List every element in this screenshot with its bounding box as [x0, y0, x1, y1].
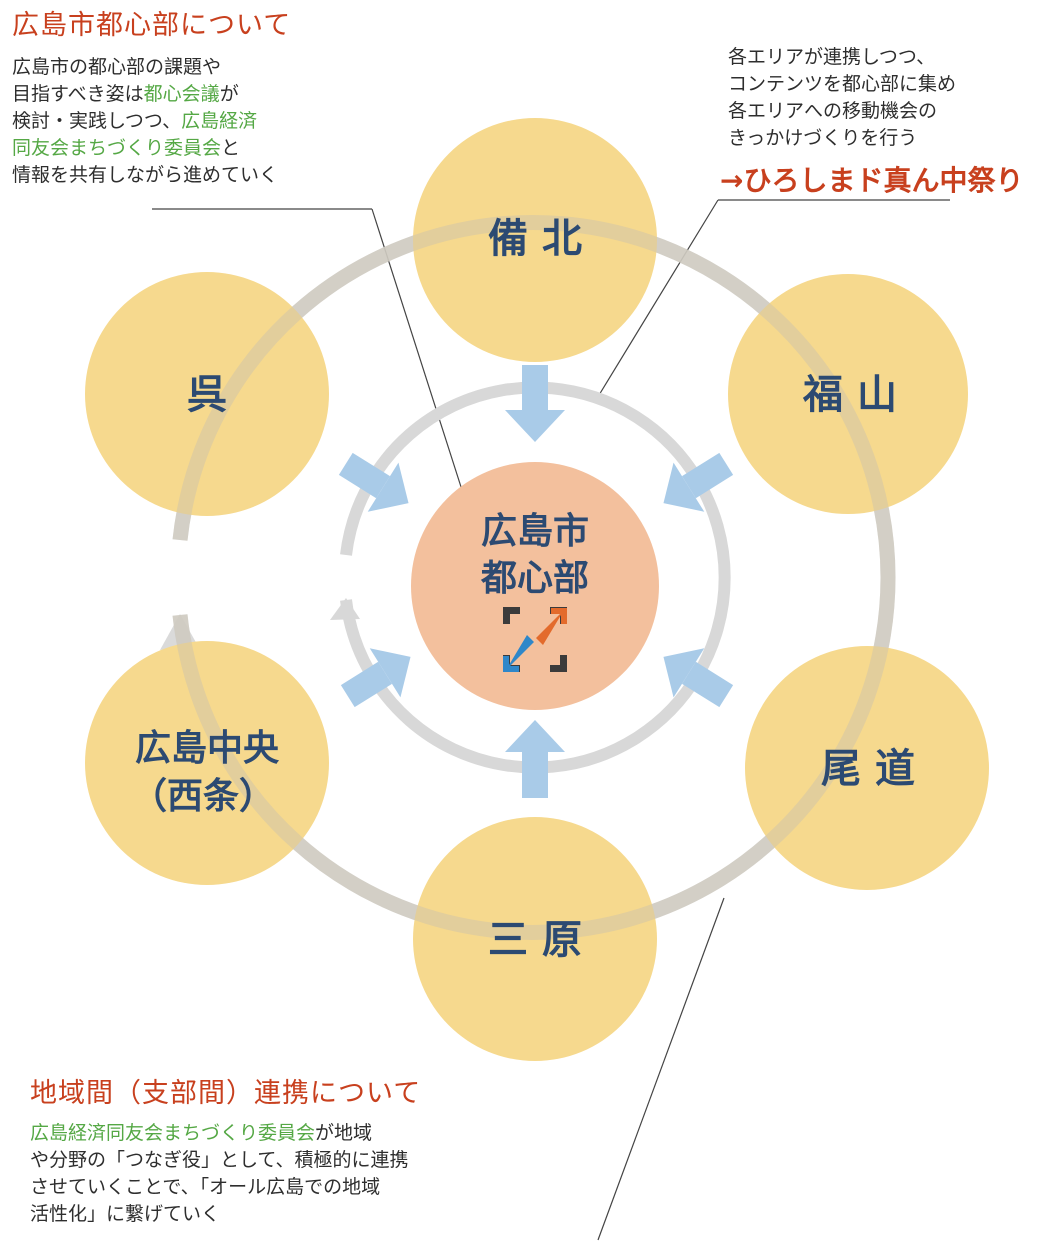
- leader-line-top-right-diag: [595, 199, 719, 401]
- top-left-line-2-segment-3: が: [219, 83, 239, 106]
- top-left-line-1-segment-1: 広島市の都心部の課題や: [12, 56, 222, 79]
- top-left-line-2-segment-2: 都心会議: [143, 83, 220, 106]
- top-left-line-4-segment-1: 同友会まちづくり委員会: [12, 137, 222, 160]
- inner-ring-arc: [340, 381, 731, 774]
- top-left-line-5-segment-1: 情報を共有しながら進めていく: [12, 164, 279, 187]
- outer-ring-arc: [172, 215, 896, 940]
- top-right-text-block: 各エリアが連携しつつ、 コンテンツを都心部に集め 各エリアへの移動機会の きっか…: [728, 44, 956, 152]
- region-circle-fukuyama[interactable]: [728, 274, 968, 514]
- region-circle-bihoku[interactable]: [413, 118, 657, 362]
- arrow-from-fukuyama: [663, 452, 734, 512]
- top-left-heading: 広島市都心部について: [12, 10, 292, 41]
- region-circle-mihara[interactable]: [413, 817, 657, 1061]
- top-left-line-3-segment-2: 広島経済: [181, 110, 258, 133]
- region-label-hiroshima-chuo-sub: （西条）: [131, 776, 275, 817]
- top-left-description: 広島市の都心部の課題や目指すべき姿は都心会議が検討・実践しつつ、広島経済同友会ま…: [12, 54, 291, 189]
- top-left-line-2-segment-1: 目指すべき姿は: [12, 83, 144, 106]
- center-circle[interactable]: [411, 462, 659, 710]
- top-right-highlight: →ひろしまド真ん中祭り: [720, 164, 1024, 197]
- outer-ring-arrowhead: [160, 614, 198, 650]
- bottom-left-line-1-segment-2: が地域: [315, 1122, 373, 1145]
- top-left-line-4-segment-2: と: [221, 137, 241, 160]
- top-right-line-3: 各エリアへの移動機会の: [728, 100, 938, 122]
- top-left-line-5: 情報を共有しながら進めていく: [12, 162, 291, 189]
- bottom-left-line-3: させていくことで、「オール広島での地域: [30, 1174, 421, 1201]
- bottom-left-description: 広島経済同友会まちづくり委員会が地域や分野の「つなぎ役」として、積極的に連携させ…: [30, 1120, 421, 1228]
- center-logo-icon: [503, 607, 567, 672]
- arrow-from-onomichi: [663, 648, 734, 708]
- top-left-text-block: 広島市都心部について 広島市の都心部の課題や目指すべき姿は都心会議が検討・実践し…: [12, 10, 291, 189]
- bottom-left-heading: 地域間（支部間）連携について: [30, 1078, 422, 1109]
- arrow-from-bihoku: [505, 365, 565, 442]
- region-circle-kure[interactable]: [85, 272, 329, 516]
- top-left-line-3-segment-1: 検討・実践しつつ、: [12, 110, 182, 133]
- leader-line-bottom: [597, 897, 725, 1241]
- bottom-left-line-2: や分野の「つなぎ役」として、積極的に連携: [30, 1147, 421, 1174]
- arrow-from-kure: [338, 452, 409, 512]
- bottom-left-line-2-segment-1: や分野の「つなぎ役」として、積極的に連携: [30, 1149, 409, 1172]
- bottom-left-line-4: 活性化」に繋げていく: [30, 1201, 421, 1228]
- bottom-left-line-3-segment-1: させていくことで、「オール広島での地域: [30, 1176, 381, 1199]
- inner-ring-arrowhead: [330, 598, 360, 620]
- region-label-hiroshima-chuo: 広島中央: [135, 728, 280, 769]
- top-left-line-4: 同友会まちづくり委員会と: [12, 135, 291, 162]
- top-left-line-2: 目指すべき姿は都心会議が: [12, 81, 291, 108]
- bottom-left-line-1-segment-1: 広島経済同友会まちづくり委員会: [30, 1122, 316, 1145]
- top-left-line-1: 広島市の都心部の課題や: [12, 54, 291, 81]
- region-label-mihara: 三 原: [488, 917, 582, 963]
- arrow-from-hiroshima-chuo: [340, 648, 411, 708]
- region-label-fukuyama: 福 山: [802, 372, 897, 418]
- top-right-line-1: 各エリアが連携しつつ、: [728, 46, 936, 68]
- region-label-onomichi: 尾 道: [821, 746, 915, 792]
- bottom-left-text-block: 地域間（支部間）連携について 広島経済同友会まちづくり委員会が地域や分野の「つな…: [30, 1078, 421, 1228]
- top-left-line-3: 検討・実践しつつ、広島経済: [12, 108, 291, 135]
- bottom-left-line-1: 広島経済同友会まちづくり委員会が地域: [30, 1120, 421, 1147]
- top-right-line-4: きっかけづくりを行う: [728, 127, 918, 149]
- arrow-from-mihara: [505, 720, 565, 798]
- region-label-bihoku: 備 北: [488, 216, 582, 262]
- center-label-line1: 広島市: [481, 511, 589, 552]
- bottom-left-line-4-segment-1: 活性化」に繋げていく: [30, 1203, 221, 1226]
- top-right-line-2: コンテンツを都心部に集め: [728, 73, 957, 95]
- outer-ring-overlay: [172, 215, 896, 940]
- region-label-kure: 呉: [187, 372, 227, 418]
- region-circle-onomichi[interactable]: [745, 646, 989, 890]
- region-circle-hiroshima-chuo[interactable]: [85, 641, 329, 885]
- center-label-line2: 都心部: [480, 558, 589, 599]
